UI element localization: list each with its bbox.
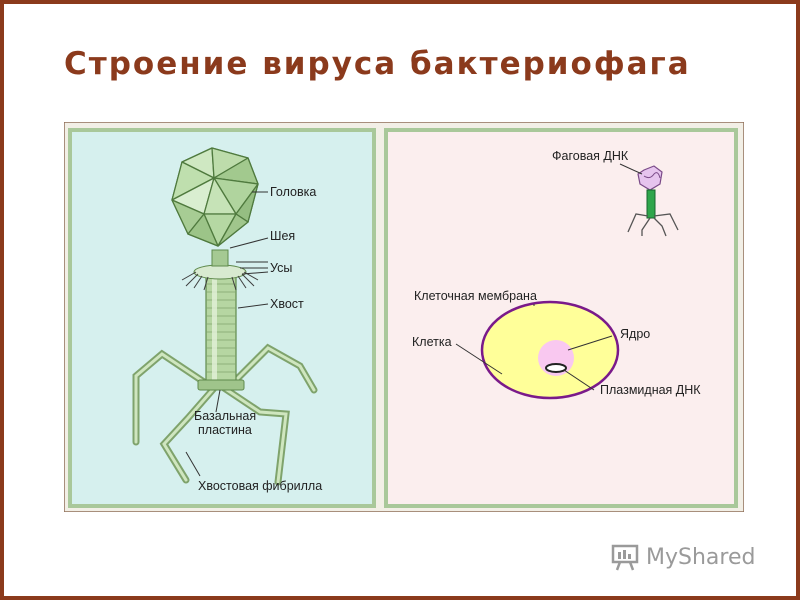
label-tail-fiber: Хвостовая фибрилла <box>198 479 322 493</box>
bacteriophage-diagram: Головка Шея Усы Хвост Базальная пластина… <box>64 122 744 512</box>
label-tail: Хвост <box>270 297 304 311</box>
phage-neck <box>211 249 229 267</box>
label-base-plate-line1: Базальная <box>194 409 256 423</box>
slide-title: Строение вируса бактериофага <box>64 46 691 82</box>
phage-structure-panel: Головка Шея Усы Хвост Базальная пластина… <box>68 128 376 508</box>
watermark: MyShared <box>610 540 755 574</box>
cell-leader-lines <box>455 304 613 391</box>
plasmid-dna <box>545 363 567 373</box>
label-cell: Клетка <box>412 335 452 349</box>
small-phage <box>619 163 679 237</box>
phage-head <box>171 147 259 247</box>
label-cell-membrane: Клеточная мембрана <box>414 289 537 303</box>
cell-infection-panel: Фаговая ДНК Клеточная мембрана Клетка Яд… <box>384 128 738 508</box>
base-plate <box>197 379 245 391</box>
label-neck: Шея <box>270 229 295 243</box>
label-head: Головка <box>270 185 316 199</box>
label-nucleus: Ядро <box>620 327 650 341</box>
bacterial-cell <box>480 300 620 400</box>
label-phage-dna: Фаговая ДНК <box>552 149 629 163</box>
label-base-plate-line2: пластина <box>198 423 252 437</box>
phage-tail <box>205 275 237 385</box>
label-whiskers: Усы <box>270 261 292 275</box>
watermark-text: MyShared <box>646 544 756 570</box>
label-plasmid-dna: Плазмидная ДНК <box>600 383 701 397</box>
phage-leader-lines <box>185 191 269 477</box>
presentation-board-icon <box>611 544 639 571</box>
